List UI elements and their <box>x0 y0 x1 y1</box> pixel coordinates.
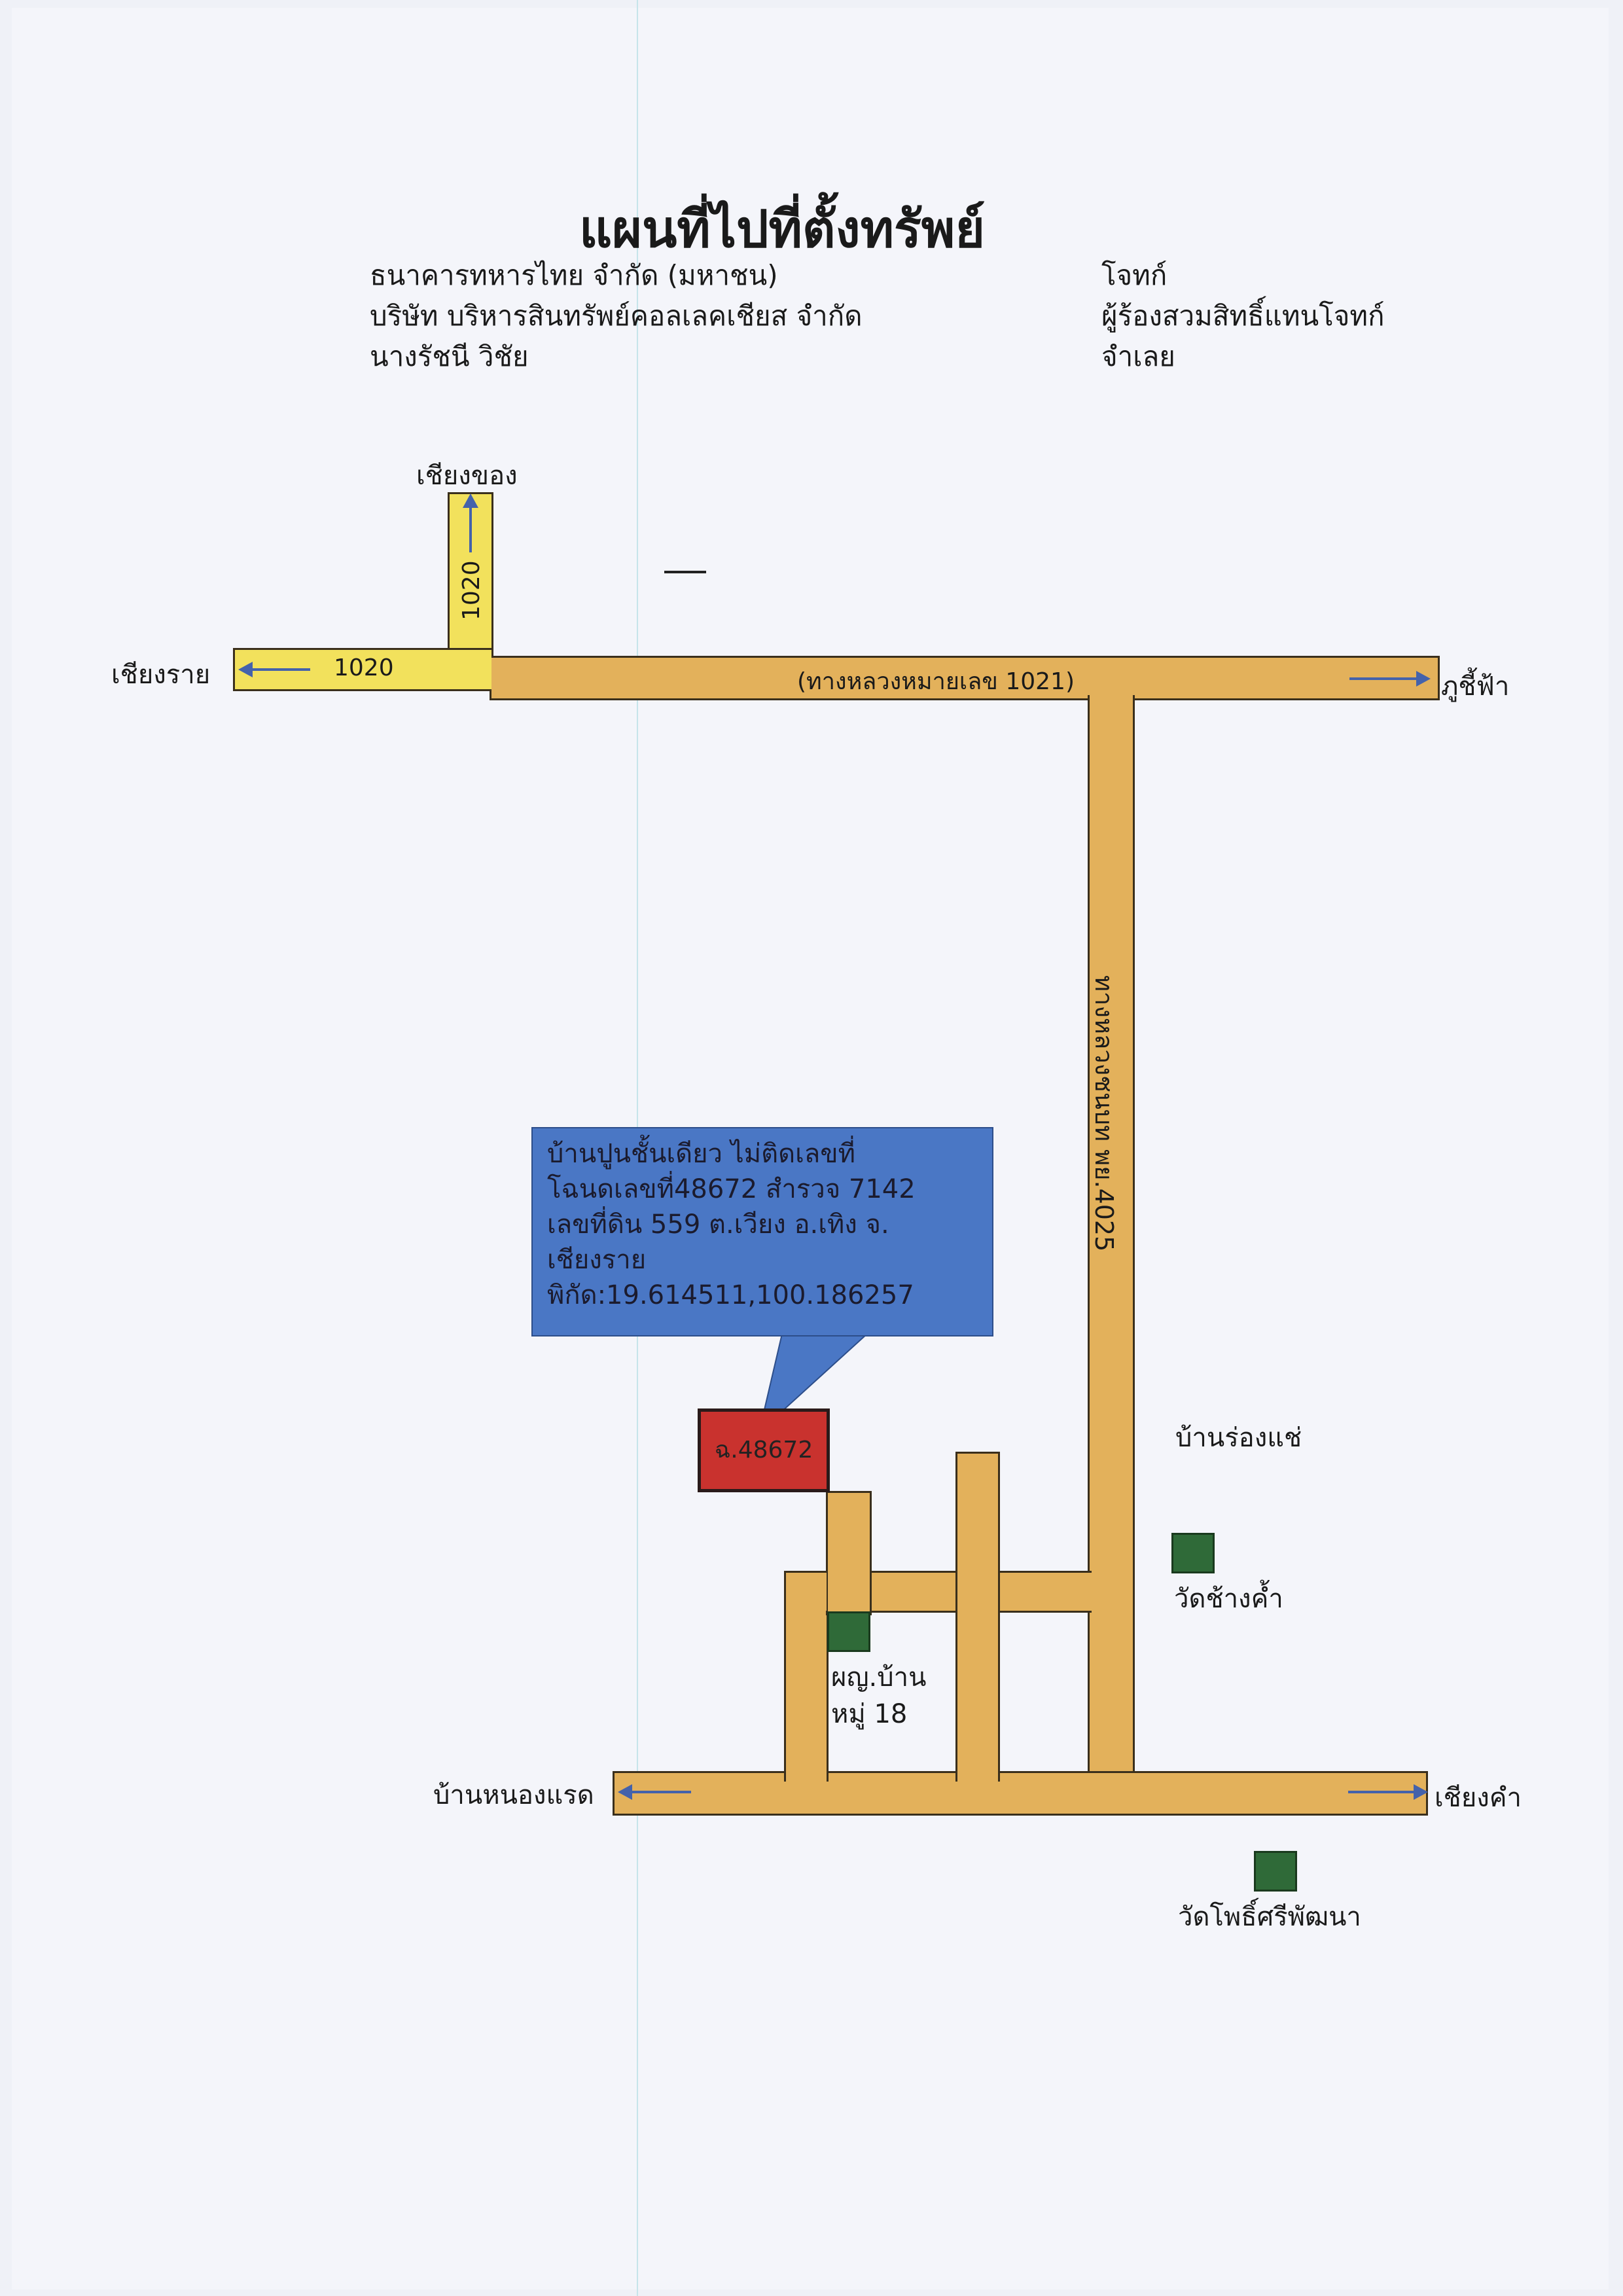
role-plaintiff: โจทก์ <box>1101 259 1168 291</box>
landmark-village-head-line1: ผญ.บ้าน <box>831 1662 927 1693</box>
callout-line: เชียงราย <box>547 1245 647 1275</box>
road-junction-patch <box>828 1573 870 1611</box>
party-assignee: บริษัท บริหารสินทรัพย์คอลเลคเชียส จำกัด <box>370 300 863 332</box>
callout-line: บ้านปูนชั้นเดียว ไม่ติดเลขที่ <box>547 1139 856 1169</box>
place-ban-rong-chae: บ้านร่องแช่ <box>1175 1423 1302 1453</box>
place-phu-chi-fa: ภูชี้ฟ้า <box>1441 672 1510 702</box>
arrow-east-phu-chi-fa <box>1349 671 1431 687</box>
role-assignee: ผู้ร้องสวมสิทธิ์แทนโจทก์ <box>1101 300 1385 332</box>
role-defendant: จำเลย <box>1101 340 1175 372</box>
road-junction-patch <box>450 650 491 689</box>
arrow-north-chiang-khong <box>463 493 478 552</box>
road-label-1020-vertical: 1020 <box>458 560 485 620</box>
landmark-village-head-line2: หมู่ 18 <box>831 1699 908 1729</box>
landmark-wat-pho-si-phatthana-marker <box>1254 1851 1297 1892</box>
arrow-west-nong-raet <box>618 1784 691 1800</box>
header-parties: ธนาคารทหารไทย จำกัด (มหาชน) บริษัท บริหา… <box>370 255 862 377</box>
property-parcel: ฉ.48672 <box>698 1408 830 1492</box>
map-title: แผนที่ไปที่ตั้งทรัพย์ <box>579 200 986 259</box>
road-label-1021: (ทางหลวงหมายเลข 1021) <box>797 668 1075 695</box>
arrow-east-chiang-kham <box>1348 1784 1428 1800</box>
landmark-wat-chang-kham: วัดช้างค้ำ <box>1174 1584 1283 1614</box>
callout-line: เลขที่ดิน 559 ต.เวียง อ.เทิง จ. <box>547 1210 889 1240</box>
road-junction-patch <box>1090 658 1133 698</box>
road-junction-patch <box>786 1573 827 1611</box>
party-defendant: นางรัชนี วิชัย <box>370 340 529 372</box>
place-ban-nong-raet: บ้านหนองแรด <box>433 1780 594 1810</box>
road-junction-patch <box>1090 1773 1133 1814</box>
callout-pointer <box>758 1334 868 1434</box>
road-junction-patch <box>1090 1573 1133 1611</box>
arrow-west-chiang-rai <box>238 662 310 677</box>
place-chiang-rai: เชียงราย <box>111 660 211 690</box>
road-1021 <box>490 656 1440 700</box>
callout-line: โฉนดเลขที่48672 สำรวจ 7142 <box>547 1174 916 1204</box>
road-label-1020-horizontal: 1020 <box>334 655 394 681</box>
landmark-wat-chang-kham-marker <box>1171 1533 1215 1573</box>
party-plaintiff: ธนาคารทหารไทย จำกัด (มหาชน) <box>370 259 778 291</box>
road-junction-patch <box>957 1773 998 1812</box>
road-junction-patch <box>490 658 491 689</box>
landmark-wat-pho-si-phatthana: วัดโพธิ์ศรีพัฒนา <box>1178 1902 1361 1932</box>
road-junction-patch <box>957 1573 998 1611</box>
dash-mark <box>664 571 706 573</box>
property-callout: บ้านปูนชั้นเดียว ไม่ติดเลขที่ โฉนดเลขที่… <box>531 1127 993 1336</box>
road-label-4025: ทางหลวงชนบท พย.4025 <box>1090 975 1118 1252</box>
place-chiang-kham: เชียงคำ <box>1435 1783 1522 1813</box>
callout-line: พิกัด:19.614511,100.186257 <box>547 1280 914 1310</box>
landmark-village-head-marker <box>827 1611 870 1652</box>
road-bottom <box>613 1771 1428 1816</box>
place-chiang-khong: เชียงของ <box>416 461 518 491</box>
village-road-middle <box>955 1452 1000 1782</box>
road-junction-patch <box>786 1773 827 1812</box>
header-roles: โจทก์ ผู้ร้องสวมสิทธิ์แทนโจทก์ จำเลย <box>1101 255 1385 377</box>
